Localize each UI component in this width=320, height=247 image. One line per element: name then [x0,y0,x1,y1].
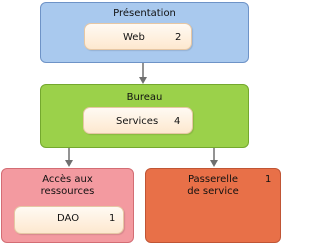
component-dao: DAO 1 [14,206,124,234]
layer-bureau-title: Bureau [126,92,163,103]
component-services-label: Services [116,116,159,127]
layer-presentation: Présentation Web 2 [40,2,249,63]
layer-presentation-title: Présentation [113,8,176,19]
component-dao-count: 1 [109,213,116,224]
layer-passerelle-service-count: 1 [265,174,272,185]
component-web-label: Web [123,32,145,43]
layer-passerelle-service: Passerelle de service 1 [145,168,281,243]
layer-passerelle-service-title-line1: Passerelle [187,174,239,185]
layer-acces-ressources-title-line2: ressources [40,186,95,197]
component-web-count: 2 [175,32,182,43]
arrow-bureau-to-acces [65,148,73,167]
layer-bureau: Bureau Services 4 [40,84,249,148]
layer-acces-ressources-title: Accès aux ressources [2,174,133,198]
component-services: Services 4 [83,107,193,134]
component-web: Web 2 [84,23,192,50]
connector-arrows [65,63,218,167]
layer-passerelle-service-title: Passerelle de service [146,174,280,198]
arrow-presentation-to-bureau [139,63,147,84]
component-dao-label: DAO [57,213,80,224]
component-services-count: 4 [174,116,181,127]
layer-passerelle-service-title-line2: de service [187,186,239,197]
layer-acces-ressources-title-line1: Accès aux [42,174,93,185]
layer-acces-ressources: Accès aux ressources DAO 1 [1,168,134,243]
arrow-bureau-to-passerelle [210,148,218,167]
